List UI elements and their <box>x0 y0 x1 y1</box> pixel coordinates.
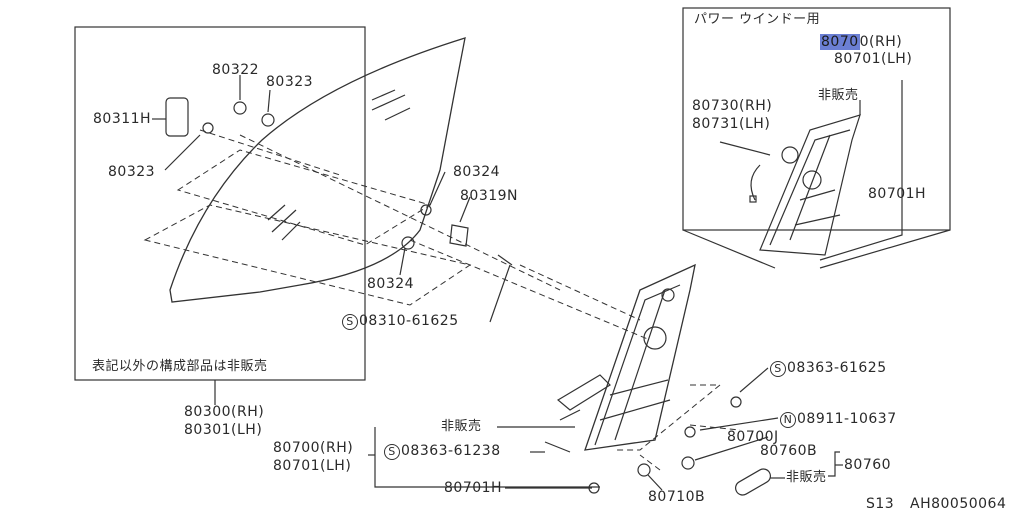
part-label-80701-lh-inset: 80701(LH) <box>834 51 913 67</box>
part-label-80324-bottom: 80324 <box>367 276 415 292</box>
not-sold-label-a: 非販売 <box>441 419 482 434</box>
part-label-80324-right: 80324 <box>453 164 501 180</box>
part-label-80700j: 80700J <box>727 429 779 445</box>
part-label-80301-lh: 80301(LH) <box>184 422 263 438</box>
part-label-80300-rh: 80300(RH) <box>184 404 265 420</box>
not-sold-note: 表記以外の構成部品は非販売 <box>92 359 268 374</box>
part-label-80311h: 80311H <box>93 111 152 127</box>
part-label-80701-lh: 80701(LH) <box>273 458 352 474</box>
part-label-80760b: 80760B <box>760 443 818 459</box>
part-number-08363-61625: 08363-61625 <box>787 360 887 376</box>
inset-box-frame <box>682 7 951 231</box>
part-label-80731-lh: 80731(LH) <box>692 116 771 132</box>
inset-title: パワー ウインドー用 <box>694 12 821 27</box>
part-number-08911: 08911-10637 <box>797 411 897 427</box>
part-number-08363-61238: 08363-61238 <box>401 443 501 459</box>
n-symbol-icon: N <box>780 412 796 428</box>
glass-outline <box>169 37 466 303</box>
part-label-80700-rh: 80700(RH) <box>273 440 354 456</box>
part-label-80700-rh-inset[interactable]: 80700(RH) <box>820 34 902 50</box>
part-label-80319n: 80319N <box>460 188 519 204</box>
part-label-80760: 80760 <box>844 457 892 473</box>
s-symbol-icon: S <box>384 444 400 460</box>
part-label-80323-left: 80323 <box>108 164 156 180</box>
part-label-80322: 80322 <box>212 62 260 78</box>
part-number-rest: 0(RH) <box>859 34 903 50</box>
part-label-80730-rh: 80730(RH) <box>692 98 773 114</box>
inset-not-sold: 非販売 <box>818 88 859 103</box>
part-label-80710b: 80710B <box>648 489 706 505</box>
s-symbol-icon: S <box>342 314 358 330</box>
diagram-code: AH80050064 <box>910 496 1007 512</box>
s-symbol-icon: S <box>770 361 786 377</box>
main-box-frame <box>74 26 366 381</box>
model-code: S13 <box>866 496 895 512</box>
part-label-80323-top: 80323 <box>266 74 314 90</box>
part-label-80701h: 80701H <box>444 480 503 496</box>
not-sold-label-b: 非販売 <box>786 470 827 485</box>
part-number-08310: 08310-61625 <box>359 313 459 329</box>
part-label-80701h-inset: 80701H <box>868 186 927 202</box>
highlighted-part-number[interactable]: 8070 <box>820 34 860 50</box>
